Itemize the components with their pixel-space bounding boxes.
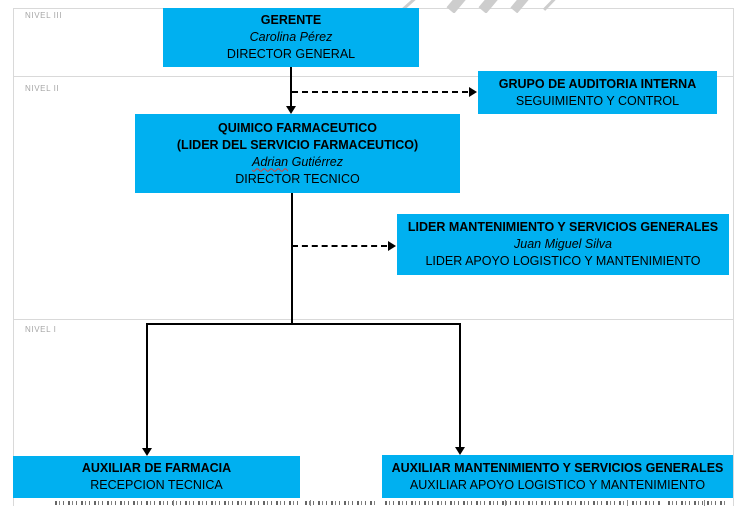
mantenimiento-person: Juan Miguel Silva [514,237,612,251]
connector-gerente-quimico [290,66,292,106]
aux-farmacia-title: AUXILIAR DE FARMACIA [81,461,232,475]
cutoff-text-strip [305,501,375,505]
quimico-person-rest: Gutiérrez [288,154,344,169]
org-box-aux-farmacia: AUXILIAR DE FARMACIA RECEPCION TECNICA [13,456,300,498]
org-box-auditoria: GRUPO DE AUDITORIA INTERNA SEGUIMIENTO Y… [478,71,717,114]
mantenimiento-role: LIDER APOYO LOGISTICO Y MANTENIMIENTO [425,254,701,268]
cutoff-divider-tick [310,500,311,506]
connector-quimico-branch [291,193,293,324]
connector-dashed-auditoria [292,91,468,93]
cutoff-divider-tick [173,500,174,506]
arrowhead-down-aux-mantenimiento [455,447,465,455]
auditoria-role: SEGUIMIENTO Y CONTROL [515,93,680,108]
gerente-person: Carolina Pérez [249,30,333,44]
level-label-nivel-i: NIVEL I [25,325,57,334]
watermark-stroke [478,0,506,13]
gerente-title: GERENTE [260,13,322,27]
cutoff-divider-tick [627,500,628,506]
quimico-person-first: Adrian [251,154,289,169]
watermark-stroke [543,0,566,11]
level-label-nivel-iii: NIVEL III [25,11,63,20]
aux-mantenimiento-role: AUXILIAR APOYO LOGISTICO Y MANTENIMIENTO [409,477,706,492]
aux-mantenimiento-title: AUXILIAR MANTENIMIENTO Y SERVICIOS GENER… [391,460,724,475]
cutoff-text-strip [668,501,728,505]
watermark-stroke [510,0,537,13]
org-box-gerente: GERENTE Carolina Pérez DIRECTOR GENERAL [163,8,419,67]
level-divider-nivel2 [13,76,734,77]
frame-left-border [13,8,14,506]
level-divider-nivel1 [13,319,734,320]
quimico-role: DIRECTOR TECNICO [235,171,360,186]
level-label-nivel-ii: NIVEL II [25,84,60,93]
gerente-role: DIRECTOR GENERAL [226,47,356,61]
org-box-mantenimiento: LIDER MANTENIMIENTO Y SERVICIOS GENERALE… [397,214,729,275]
org-box-aux-mantenimiento: AUXILIAR MANTENIMIENTO Y SERVICIOS GENER… [382,455,733,498]
watermark-stroke [446,0,474,13]
connector-branch-horizontal [146,323,461,325]
auditoria-title: GRUPO DE AUDITORIA INTERNA [498,76,697,91]
arrowhead-down-aux-farmacia [142,448,152,456]
cutoff-divider-tick [704,500,705,506]
org-box-quimico: QUIMICO FARMACEUTICO (LIDER DEL SERVICIO… [135,114,460,193]
quimico-person: Adrian Gutiérrez [252,154,343,171]
quimico-title-line1: QUIMICO FARMACEUTICO [217,120,378,135]
aux-farmacia-role: RECEPCION TECNICA [90,478,223,492]
frame-right-border [733,8,734,506]
quimico-title-line2: (LIDER DEL SERVICIO FARMACEUTICO) [176,137,419,152]
cutoff-text-strip [55,501,298,505]
connector-dashed-mantenimiento [292,245,387,247]
connector-branch-aux-mantenimiento [459,323,461,447]
cutoff-divider-tick [505,500,506,506]
arrowhead-down-quimico [286,106,296,114]
connector-branch-aux-farmacia [146,323,148,448]
mantenimiento-title: LIDER MANTENIMIENTO Y SERVICIOS GENERALE… [407,220,719,234]
arrowhead-right-mantenimiento [388,241,396,251]
arrowhead-right-auditoria [469,87,477,97]
cutoff-text-strip [385,501,660,505]
